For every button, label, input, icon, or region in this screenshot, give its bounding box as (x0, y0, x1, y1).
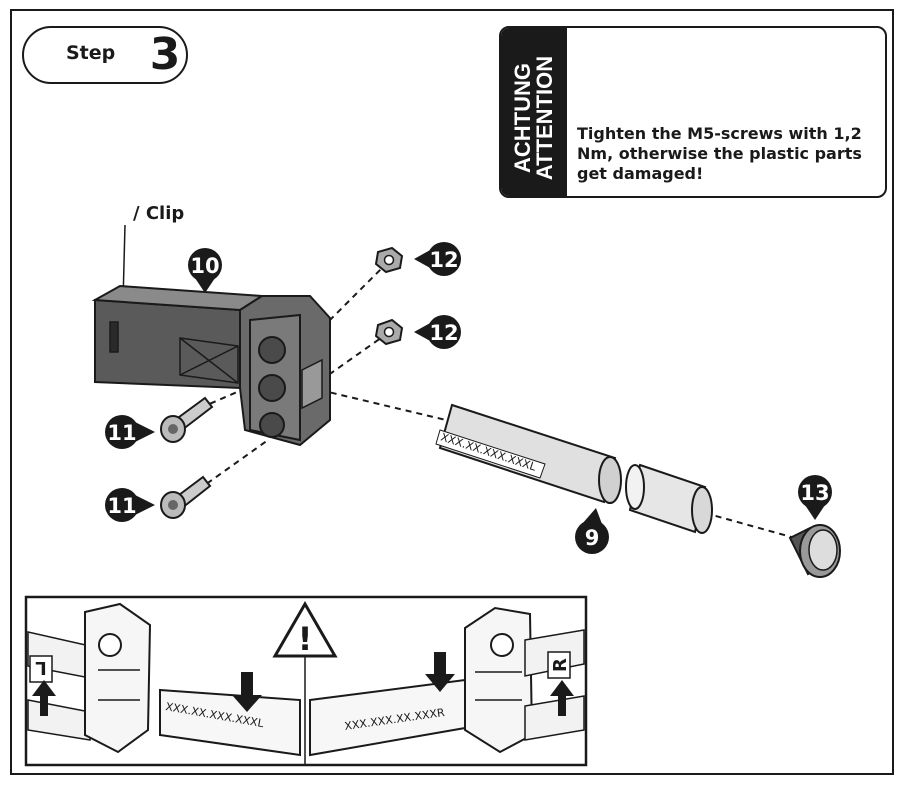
guide-line-cap (704, 512, 796, 539)
clip-body (91, 284, 331, 447)
inset-left-arrow-icon (32, 680, 56, 716)
inset-right-letter: R (550, 658, 571, 672)
part-number-12-top: 12 (429, 248, 458, 272)
callout-11-top: 11 (105, 415, 155, 449)
attention-band (501, 28, 567, 196)
part-number-12-bottom: 12 (429, 321, 458, 345)
clip-slot (109, 321, 119, 353)
inset-left-clip (84, 602, 152, 754)
step-number: 3 (149, 29, 181, 80)
end-cap (788, 524, 841, 578)
screw-top (160, 396, 214, 443)
inset-right-clip (464, 606, 534, 754)
part-number-13: 13 (800, 481, 829, 505)
attention-box: ACHTUNG ATTENTION Tighten the M5-screws … (499, 26, 887, 198)
part-number-9: 9 (585, 526, 600, 550)
step-label: Step (66, 42, 116, 64)
callout-12-bottom: 12 (414, 315, 461, 349)
tube-main: XXX.XX.XXX.XXXL (435, 403, 622, 504)
warning-symbol: ! (298, 620, 313, 658)
attention-text: Tighten the M5-screws with 1,2 Nm, other… (577, 124, 862, 183)
screw-bottom (160, 475, 212, 519)
clip-hole-middle (258, 374, 286, 402)
inset-right-down-arrow-icon (425, 652, 455, 692)
callout-13: 13 (798, 475, 832, 520)
clip-hole-bottom (259, 412, 285, 438)
guide-line-nut-top (304, 261, 389, 346)
nut-bottom (374, 318, 404, 346)
clip-hole-top (258, 336, 286, 364)
part-number-11-bottom: 11 (107, 494, 136, 518)
inset-left-down-arrow-icon (232, 672, 262, 712)
clip-label: / Clip (133, 203, 185, 224)
callout-12-top: 12 (414, 242, 461, 276)
part-number-10: 10 (190, 254, 219, 278)
warning-icon (272, 600, 338, 658)
guide-line-screw-bottom (197, 439, 269, 491)
step-badge: Step 3 (22, 26, 188, 84)
inset-left-letter: L (35, 657, 46, 678)
callout-10: 10 (188, 248, 222, 293)
part-number-11-top: 11 (107, 421, 136, 445)
guide-line-tube (319, 389, 447, 421)
inset-right-arrow-icon (550, 680, 574, 716)
tube-sleeve (625, 463, 713, 534)
nut-top (374, 246, 404, 274)
callout-9: 9 (575, 508, 609, 554)
inset-panel: L XXX.XX.XXX.XXXL ! XXX.XXX.XX.XXXR R (24, 595, 588, 767)
callout-11-bottom: 11 (105, 488, 155, 522)
